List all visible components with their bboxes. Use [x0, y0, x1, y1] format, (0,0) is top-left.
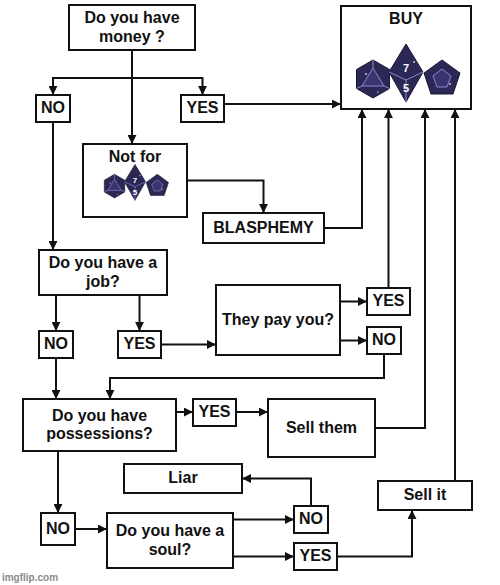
question-box: They pay you?: [215, 284, 341, 356]
box-text: Do you have possessions?: [27, 407, 172, 444]
box-text: BLASPHEMY: [213, 219, 313, 237]
die-number: 5: [403, 82, 409, 94]
question-box: Do you have a soul?: [106, 512, 234, 569]
flow-arrow: [177, 411, 192, 413]
box-text: NO: [372, 331, 396, 349]
die-number: 7: [403, 62, 409, 74]
answer-box: NO: [293, 505, 329, 534]
flow-arrow: [325, 110, 362, 228]
action-box: Sell them: [267, 398, 376, 458]
flow-arrow: [110, 355, 384, 398]
flow-arrow: [341, 301, 366, 303]
flow-arrow: [188, 181, 264, 213]
box-text: NO: [46, 520, 70, 538]
flow-arrow: [132, 51, 203, 94]
answer-box: YES: [192, 398, 237, 427]
flow-arrow: [388, 110, 390, 287]
outcome-box: Liar: [123, 463, 243, 494]
box-text: YES: [198, 403, 230, 421]
answer-box: YES: [117, 330, 162, 359]
box-text: YES: [299, 547, 331, 565]
flow-arrow: [341, 340, 366, 342]
flow-arrow: [139, 296, 141, 330]
question-box: Do you have possessions?: [22, 398, 177, 452]
flow-arrow: [55, 296, 57, 330]
die-number: 7: [133, 176, 137, 185]
box-text: Liar: [168, 469, 197, 487]
answer-box: NO: [38, 330, 74, 359]
box-text: YES: [186, 99, 218, 117]
box-text: Sell it: [404, 486, 447, 504]
flow-arrow: [57, 452, 59, 512]
buy-box: BUY: [340, 5, 472, 110]
box-text: Do you have a soul?: [111, 522, 229, 559]
box-text: Do you have money ?: [73, 9, 191, 46]
answer-box: NO: [366, 326, 402, 355]
action-box: Sell it: [377, 480, 473, 511]
flow-arrow: [234, 519, 293, 521]
flow-arrow: [243, 479, 311, 506]
box-text: They pay you?: [222, 311, 334, 329]
answer-box: NO: [40, 512, 76, 546]
flow-arrow: [162, 344, 215, 346]
answer-box: NO: [35, 94, 71, 123]
outcome-box: BLASPHEMY: [202, 212, 325, 244]
flow-arrow: [76, 528, 106, 530]
flow-arrow: [52, 123, 54, 249]
box-text: Not for: [109, 148, 161, 166]
box-text: NO: [299, 510, 323, 528]
box-text: NO: [41, 99, 65, 117]
watermark: imgflip.com: [2, 572, 58, 583]
flow-arrow: [454, 110, 456, 480]
box-text: YES: [372, 292, 404, 310]
flow-arrow: [225, 103, 340, 105]
flow-arrow: [55, 359, 57, 398]
box-text: Sell them: [286, 419, 357, 437]
flow-arrow: [338, 511, 412, 557]
flow-arrow: [234, 556, 293, 558]
answer-box: YES: [293, 542, 338, 571]
question-box: Do you have a job?: [38, 249, 168, 296]
question-box: Do you have money ?: [68, 4, 196, 51]
flow-arrow: [237, 411, 267, 413]
flow-arrow: [376, 110, 425, 428]
box-text: Do you have a job?: [43, 254, 163, 291]
box-text: YES: [123, 335, 155, 353]
flow-arrow: [53, 51, 132, 94]
box-text: BUY: [389, 10, 423, 28]
box-text: NO: [44, 335, 68, 353]
answer-box: YES: [366, 287, 411, 316]
answer-box: YES: [180, 94, 225, 123]
die-number: 5: [133, 188, 137, 197]
